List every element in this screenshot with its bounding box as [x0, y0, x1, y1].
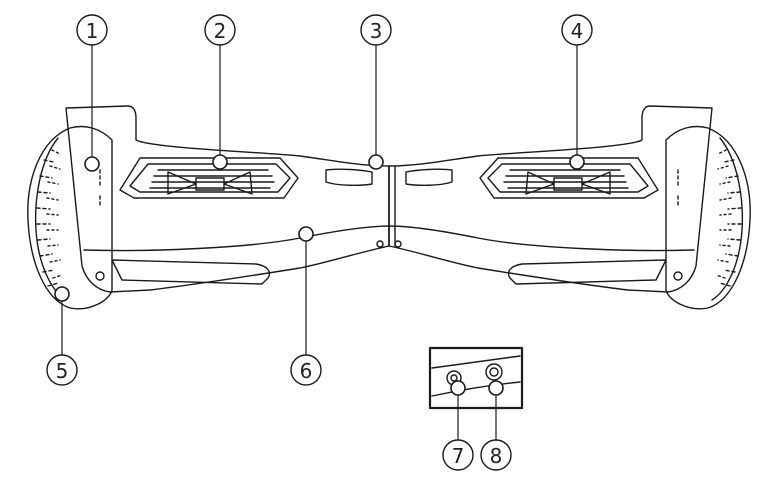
leader-lines [61, 43, 578, 441]
callout-label-1: 1 [86, 19, 99, 43]
callout-label-4: 4 [571, 19, 584, 43]
callout-circle-4 [561, 14, 593, 46]
right-wheel [665, 125, 751, 310]
body-shell [65, 105, 713, 293]
callout-circle-1 [76, 14, 108, 46]
callout-label-7: 7 [452, 444, 465, 468]
callout-circle-3 [360, 14, 392, 46]
callout-circle-6 [290, 354, 322, 386]
pointer-dots [54, 154, 585, 396]
left-wheel [27, 125, 113, 310]
callout-label-5: 5 [56, 359, 69, 383]
callout-circles [46, 14, 593, 471]
charging-port-inset [428, 346, 524, 410]
left-foot-pad [119, 157, 299, 199]
callout-label-2: 2 [214, 19, 227, 43]
callout-label-3: 3 [370, 19, 383, 43]
callout-circle-8 [480, 439, 512, 471]
callout-label-8: 8 [490, 444, 503, 468]
callout-circle-7 [442, 439, 474, 471]
callout-circle-2 [204, 14, 236, 46]
callout-label-6: 6 [300, 359, 313, 383]
callout-circle-5 [46, 354, 78, 386]
right-foot-pad [479, 157, 659, 199]
